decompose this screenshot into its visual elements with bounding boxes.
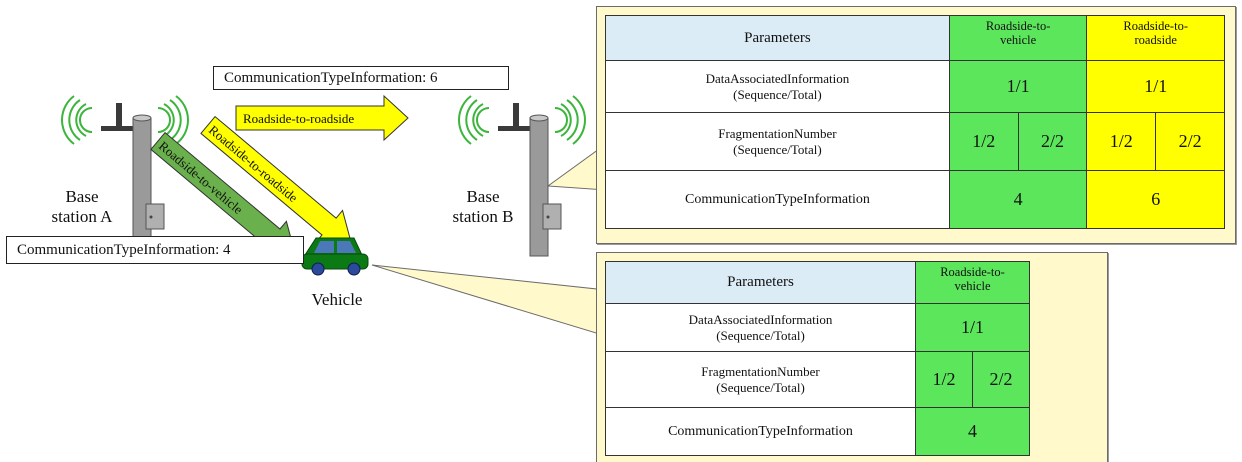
- table-v-col-green-line2: vehicle: [954, 279, 991, 293]
- table-v-row-name: CommunicationTypeInformation: [605, 407, 916, 456]
- table-v-row1-name-line2: (Sequence/Total): [716, 379, 805, 395]
- table-b-header-row: Parameters Roadside-to- vehicle Roadside…: [605, 15, 1225, 61]
- table-v-row-name: DataAssociatedInformation (Sequence/Tota…: [605, 303, 916, 352]
- table-b-cell-yellow-frag1: 1/2: [1086, 112, 1157, 171]
- table-b-row-name: CommunicationTypeInformation: [605, 170, 950, 229]
- panel-base-station-b: Parameters Roadside-to- vehicle Roadside…: [596, 6, 1236, 244]
- vehicle-label: Vehicle: [311, 290, 363, 309]
- table-v-col-roadside-to-vehicle: Roadside-to- vehicle: [914, 261, 1031, 304]
- table-v-col-green-line1: Roadside-to-: [940, 265, 1005, 279]
- table-b-row1-name-line1: FragmentationNumber: [718, 125, 837, 141]
- base-station-a-label-line2: station A: [51, 207, 113, 226]
- table-b-row-fragmentation: FragmentationNumber (Sequence/Total) 1/2…: [605, 112, 1225, 171]
- base-station-b-label-line2: station B: [452, 207, 514, 226]
- base-station-b-label-line1: Base: [466, 187, 500, 206]
- table-b-col-roadside-to-roadside: Roadside-to- roadside: [1086, 15, 1225, 61]
- vehicle-icon: [301, 237, 369, 276]
- table-b-cell-green: 4: [948, 170, 1088, 229]
- table-v-row-comm-type: CommunicationTypeInformation 4: [605, 407, 1031, 456]
- table-b-cell-yellow: 1/1: [1086, 60, 1225, 113]
- base-station-a-label: Base station A: [42, 187, 122, 227]
- table-v-row1-name-line1: FragmentationNumber: [701, 363, 820, 379]
- panel-vehicle: Parameters Roadside-to- vehicle DataAsso…: [596, 252, 1108, 462]
- table-b-row-data-associated: DataAssociatedInformation (Sequence/Tota…: [605, 60, 1225, 113]
- table-b-col-yellow-line1: Roadside-to-: [1123, 19, 1188, 33]
- table-b-col-roadside-to-vehicle: Roadside-to- vehicle: [948, 15, 1088, 61]
- table-b-header-params: Parameters: [605, 15, 950, 61]
- table-v-row-fragmentation: FragmentationNumber (Sequence/Total) 1/2…: [605, 351, 1031, 408]
- table-v-cell-green-frag2: 2/2: [971, 351, 1031, 408]
- table-b-cell-green-frag2: 2/2: [1017, 112, 1088, 171]
- params-table-b: Parameters Roadside-to- vehicle Roadside…: [605, 15, 1225, 229]
- params-table-vehicle: Parameters Roadside-to- vehicle DataAsso…: [605, 261, 1031, 456]
- type-info-4-callout: CommunicationTypeInformation: 4: [6, 236, 304, 264]
- table-b-row-comm-type: CommunicationTypeInformation 4 6: [605, 170, 1225, 229]
- base-station-b-label: Base station B: [443, 187, 523, 227]
- table-b-row-name: FragmentationNumber (Sequence/Total): [605, 112, 950, 171]
- table-b-col-green-line1: Roadside-to-: [985, 19, 1051, 33]
- table-v-cell-green: 4: [914, 407, 1031, 456]
- table-b-col-yellow-line2: roadside: [1134, 33, 1177, 47]
- table-b-cell-yellow-frag2: 2/2: [1155, 112, 1225, 171]
- table-v-row0-name-line1: DataAssociatedInformation: [688, 311, 833, 327]
- table-b-cell-green-frag1: 1/2: [948, 112, 1019, 171]
- table-b-row0-name-line1: DataAssociatedInformation: [705, 70, 850, 86]
- base-station-a-label-line1: Base: [65, 187, 99, 206]
- arrow-top-label: Roadside-to-roadside: [243, 111, 354, 126]
- table-b-row0-name-line2: (Sequence/Total): [733, 86, 822, 102]
- table-b-cell-green: 1/1: [948, 60, 1088, 113]
- table-b-row-name: DataAssociatedInformation (Sequence/Tota…: [605, 60, 950, 113]
- base-station-b-icon: [458, 95, 586, 257]
- table-v-row-data-associated: DataAssociatedInformation (Sequence/Tota…: [605, 303, 1031, 352]
- type-info-6-callout: CommunicationTypeInformation: 6: [213, 66, 509, 90]
- base-station-a-icon: [61, 95, 189, 257]
- table-v-cell-green-frag1: 1/2: [915, 351, 973, 408]
- table-v-header-params: Parameters: [605, 261, 916, 304]
- callout-pointer-vehicle: [371, 264, 607, 337]
- table-v-header-row: Parameters Roadside-to- vehicle: [605, 261, 1031, 304]
- table-b-row1-name-line2: (Sequence/Total): [733, 141, 822, 157]
- table-b-col-green-line2: vehicle: [1000, 33, 1037, 47]
- table-b-cell-yellow: 6: [1086, 170, 1225, 229]
- table-v-row-name: FragmentationNumber (Sequence/Total): [605, 351, 916, 408]
- table-v-row0-name-line2: (Sequence/Total): [716, 327, 805, 343]
- arrow-top-roadside-to-roadside: [235, 94, 409, 142]
- table-v-cell-green: 1/1: [914, 303, 1031, 352]
